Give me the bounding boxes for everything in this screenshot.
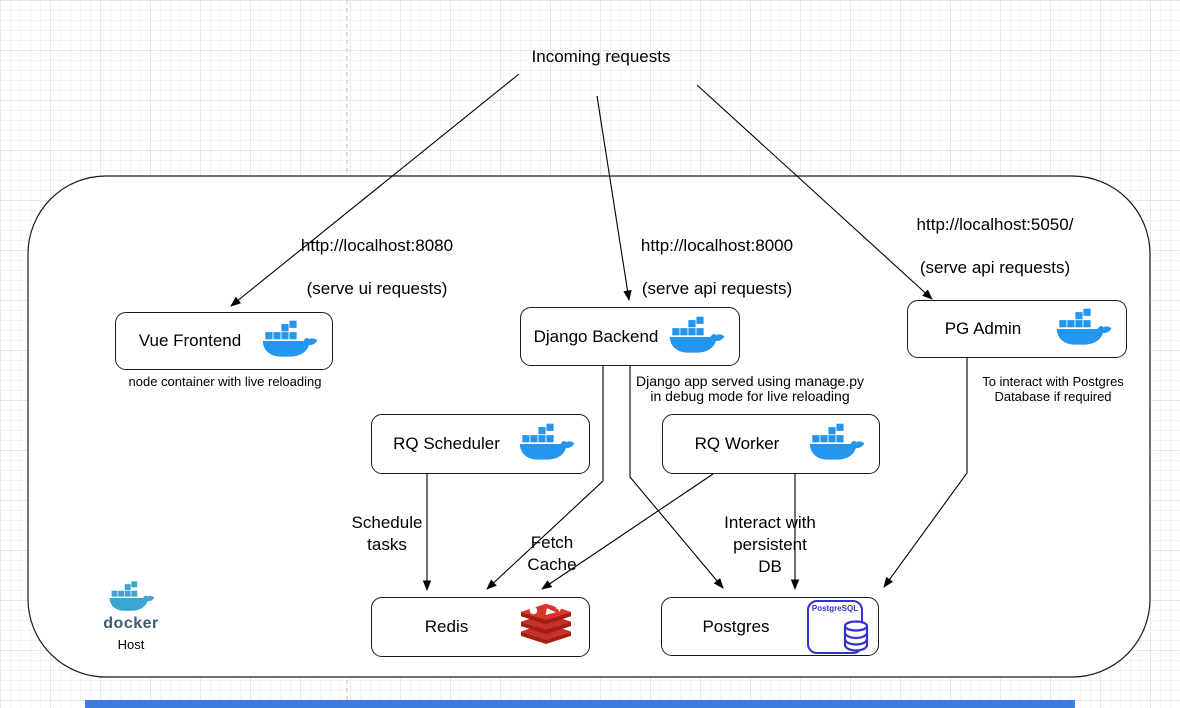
node-django-backend[interactable]: Django Backend [520, 307, 740, 366]
edge-label-interact-db: Interact with persistent DB [724, 513, 816, 576]
caption-django-backend: Django app served using manage.py in deb… [635, 373, 865, 404]
node-django-backend-label: Django Backend [533, 326, 659, 346]
route-sub-vue: (serve ui requests) [306, 278, 448, 298]
docker-wordmark: docker [103, 615, 159, 632]
node-vue-frontend-label: Vue Frontend [138, 331, 242, 350]
docker-whale-icon [515, 422, 577, 466]
node-pg-admin[interactable]: PG Admin [907, 300, 1127, 358]
node-rq-worker[interactable]: RQ Worker [662, 414, 880, 474]
docker-whale-icon [805, 422, 867, 466]
edge-label-schedule-tasks: Schedule tasks [351, 513, 423, 554]
docker-whale-icon [1052, 307, 1114, 351]
route-sub-django: (serve api requests) [641, 278, 793, 298]
docker-whale-icon [105, 580, 157, 616]
node-postgres-label: Postgres [702, 616, 770, 636]
host-label: Host [117, 637, 145, 652]
route-sub-pgadmin: (serve api requests) [919, 257, 1071, 277]
edge-label-fetch-cache: Fetch Cache [527, 533, 577, 574]
route-url-vue: http://localhost:8080 [300, 235, 454, 255]
postgresql-logo-icon: PostgreSQL [804, 599, 869, 654]
incoming-requests-label: Incoming requests [531, 47, 671, 66]
route-url-pgadmin: http://localhost:5050/ [916, 214, 1074, 234]
caption-vue-frontend: node container with live reloading [128, 374, 322, 389]
postgresql-badge: PostgreSQL [807, 599, 869, 654]
node-vue-frontend[interactable]: Vue Frontend [115, 312, 333, 370]
docker-whale-icon [665, 315, 727, 359]
node-rq-worker-label: RQ Worker [694, 434, 780, 453]
postgresql-badge-text: PostgreSQL [811, 603, 859, 613]
route-label-pgadmin: http://localhost:5050/ (serve api reques… [875, 192, 1115, 278]
node-postgres[interactable]: Postgres PostgreSQL [661, 597, 879, 656]
database-cylinder-icon [843, 619, 869, 652]
redis-logo-icon [515, 602, 577, 652]
route-label-vue: http://localhost:8080 (serve ui requests… [257, 213, 497, 299]
node-redis-label: Redis [424, 617, 469, 636]
docker-whale-icon [258, 319, 320, 363]
bottom-scroll-bar[interactable] [85, 700, 1075, 708]
docker-host-logo: docker Host [86, 580, 176, 652]
node-pg-admin-label: PG Admin [944, 319, 1022, 338]
caption-pg-admin: To interact with Postgres Database if re… [982, 374, 1124, 404]
node-rq-scheduler-label: RQ Scheduler [393, 434, 500, 453]
node-rq-scheduler[interactable]: RQ Scheduler [371, 414, 590, 474]
route-label-django: http://localhost:8000 (serve api request… [597, 213, 837, 299]
route-url-django: http://localhost:8000 [640, 235, 794, 255]
arrow-pgadmin-to-postgres [883, 358, 968, 588]
node-redis[interactable]: Redis [371, 597, 590, 657]
